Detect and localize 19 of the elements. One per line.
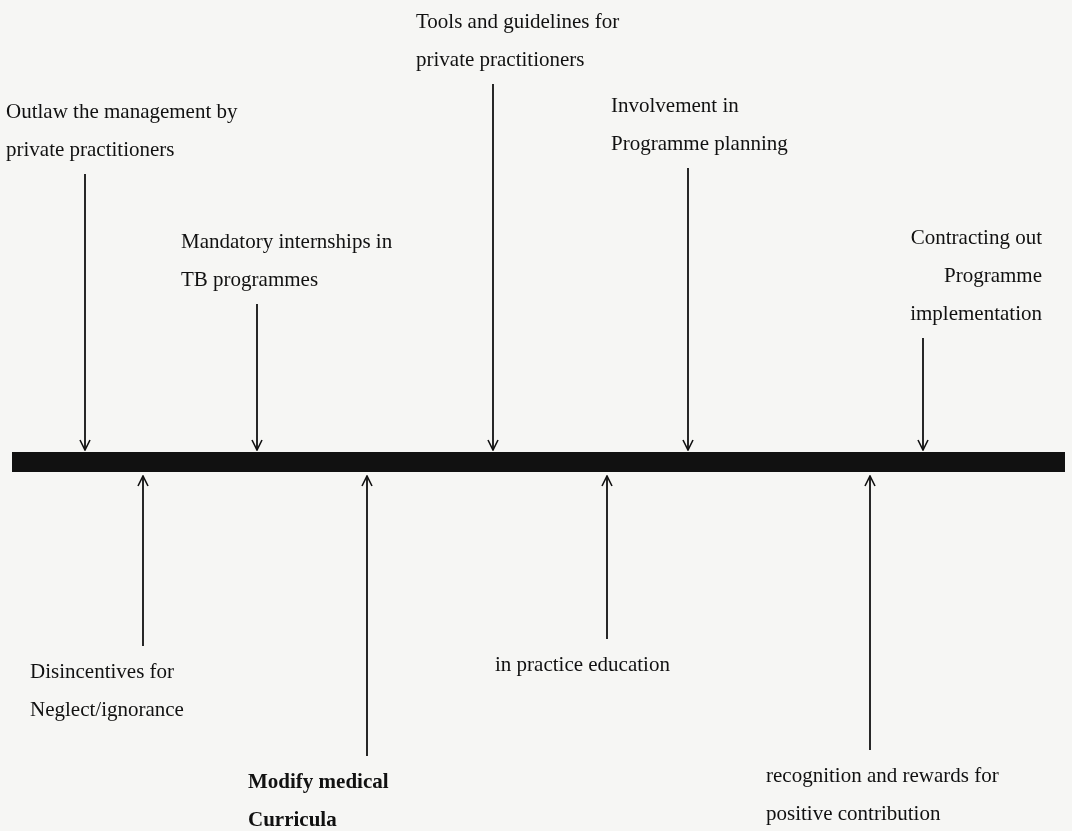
strategy-label: Mandatory internships in TB programmes [181,228,394,293]
strategy-label: Tools and guidelines for private practitioners [416,8,621,73]
strategy-label: in practice education [495,651,671,678]
strategy-label: Involvement in Programme planning [611,92,789,157]
strategy-label: recognition and rewards for positive contribution [766,762,1000,827]
horizontal-bar [12,452,1065,472]
arrow [917,337,929,451]
arrow [682,167,694,451]
arrow [79,173,91,451]
strategy-label: Disincentives for Neglect/ignorance [30,658,185,723]
strategy-label: Modify medical Curricula [248,768,390,831]
arrow [601,475,613,640]
arrow [487,83,499,451]
arrow [137,475,149,647]
arrow [864,475,876,751]
arrow [361,475,373,757]
strategy-label: Contracting out Programme implementation [909,224,1042,327]
arrow [251,303,263,451]
strategy-label: Outlaw the management by private practitioners [6,98,239,163]
